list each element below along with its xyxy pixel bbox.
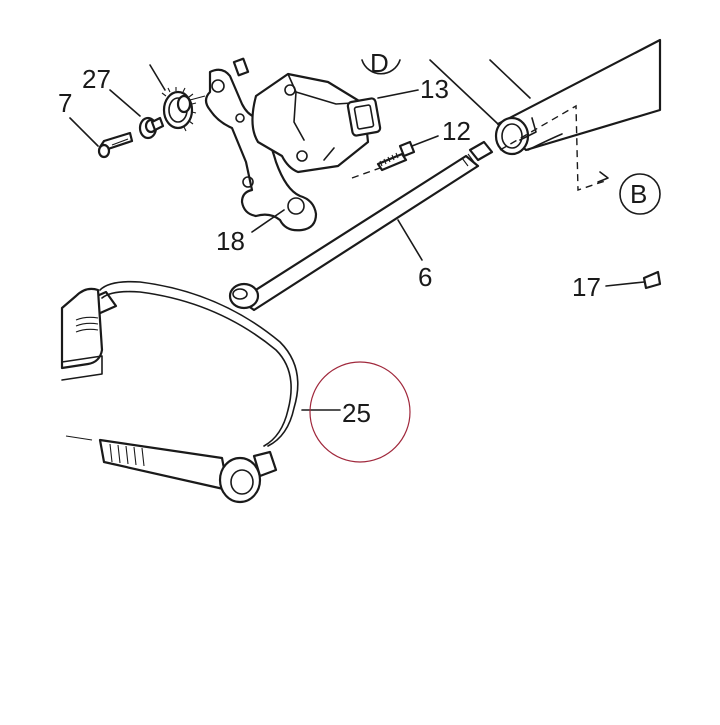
gear-part: [161, 87, 206, 132]
cable-part: [60, 280, 299, 504]
view-ref-d-label: D: [370, 48, 389, 78]
tube-part: [429, 38, 662, 156]
screw-part: [97, 131, 134, 159]
callout-12: 12: [442, 116, 471, 146]
view-ref-b: B: [619, 173, 661, 215]
callout-13: 13: [420, 74, 449, 104]
bolt-part: [376, 140, 416, 172]
view-ref-d: D: [361, 48, 401, 78]
highlight-circle: [309, 361, 411, 463]
callout-17: 17: [572, 272, 601, 302]
callout-18: 18: [216, 226, 245, 256]
sensor-module: [251, 72, 382, 174]
callout-25: 25: [342, 398, 371, 428]
callout-27: 27: [82, 64, 111, 94]
view-ref-b-label: B: [630, 179, 647, 209]
rod-part: [228, 140, 494, 312]
callout-7: 7: [58, 88, 72, 118]
washer-part: [138, 116, 165, 140]
callout-6: 6: [418, 262, 432, 292]
clip-part: [642, 270, 662, 290]
